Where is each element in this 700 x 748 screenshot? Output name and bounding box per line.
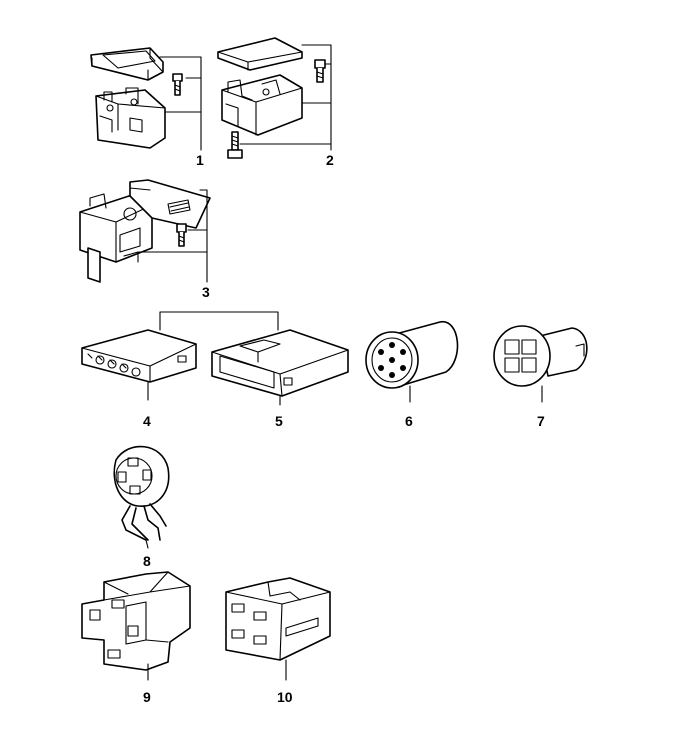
part-3-cover-flap	[129, 179, 211, 229]
part-2-relay-housing: 2	[217, 37, 334, 168]
part-5-connector: 5	[211, 329, 349, 429]
part-1-lid	[90, 47, 164, 81]
part-6-round-connector: 6	[365, 321, 459, 429]
part-3-body	[79, 193, 153, 283]
part-3-relay-housing: 3	[79, 179, 211, 300]
part-2-screw-bottom	[227, 131, 243, 159]
part-1-relay-housing: 1	[90, 47, 204, 168]
part-2-lid	[217, 37, 303, 71]
part-label-2: 2	[326, 152, 334, 168]
part-3-screw	[176, 223, 187, 247]
part-label-10: 10	[277, 689, 293, 705]
part-7-oval-connector: 7	[493, 325, 588, 429]
part-label-8: 8	[143, 553, 151, 569]
bracket-4-5	[159, 311, 279, 331]
part-label-6: 6	[405, 413, 413, 429]
part-label-1: 1	[196, 152, 204, 168]
part-1-base	[95, 87, 166, 149]
part-label-3: 3	[202, 284, 210, 300]
part-3-leader-lines	[137, 189, 208, 283]
part-8-socket: 8	[113, 445, 170, 569]
part-9-relay-socket: 9	[81, 571, 191, 705]
part-4-connector: 4	[81, 329, 197, 429]
part-label-9: 9	[143, 689, 151, 705]
part-2-screw-top	[314, 59, 326, 83]
part-2-leader-lines	[239, 44, 332, 151]
part-label-5: 5	[275, 413, 283, 429]
part-label-7: 7	[537, 413, 545, 429]
part-1-screw	[172, 73, 183, 96]
part-2-base	[221, 74, 303, 136]
part-10-relay-socket: 10	[225, 577, 331, 705]
part-1-leader-lines	[159, 56, 202, 151]
part-label-4: 4	[143, 413, 151, 429]
